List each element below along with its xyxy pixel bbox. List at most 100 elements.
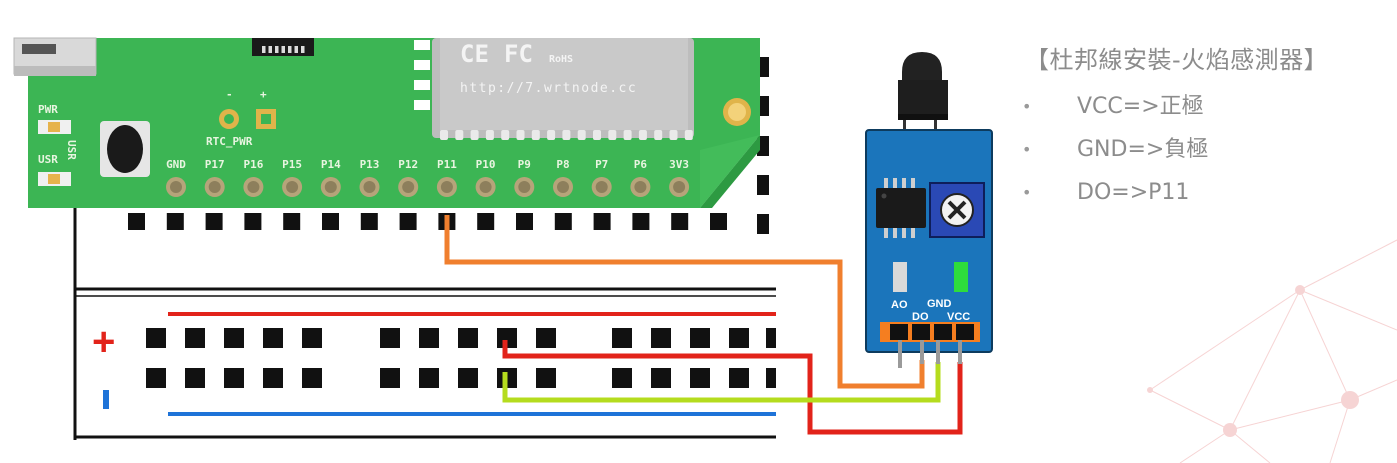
breadboard-negative-holes: [146, 368, 776, 388]
wire-do-p11: [444, 215, 925, 389]
negative-symbol: [103, 390, 109, 409]
rail-hole-positive: [146, 328, 166, 348]
rail-hole-negative: [651, 368, 671, 388]
board-pin-label: P13: [360, 158, 380, 171]
board-pin-label: P17: [205, 158, 225, 171]
pwr-led-label: PWR: [38, 103, 58, 116]
wire-gnd-negative: [502, 362, 941, 403]
breadboard-hole: [205, 213, 223, 230]
bullet-icon: •: [1022, 97, 1032, 116]
rail-hole-positive: [419, 328, 439, 348]
rail-hole-negative: [302, 368, 322, 388]
usr-button-label: USR: [65, 140, 78, 160]
flame-sensor-ir-led: [902, 52, 942, 80]
breadboard-hole: [399, 213, 417, 230]
rail-hole-negative: [458, 368, 478, 388]
rail-hole-negative: [146, 368, 166, 388]
breadboard-hole: [632, 213, 650, 230]
rail-hole-positive: [302, 328, 322, 348]
note-text: VCC=>正極: [1077, 94, 1204, 119]
fcc-mark: FC: [504, 40, 533, 68]
module-url: http://7.wrtnode.cc: [460, 81, 637, 96]
board-pin-label: P10: [476, 158, 496, 171]
breadboard-hole: [360, 213, 378, 230]
rail-hole-positive: [536, 328, 556, 348]
flame-sensor-module: AO GND DO VCC: [865, 52, 993, 368]
breadboard-hole: [283, 213, 301, 230]
board-pin-label: P8: [556, 158, 569, 171]
rail-hole-positive: [690, 328, 710, 348]
rtc-minus-label: -: [226, 88, 233, 101]
breadboard-hole: [554, 213, 572, 230]
board-pin-label: P15: [282, 158, 302, 171]
rail-hole-positive: [458, 328, 478, 348]
board-pin-label: P9: [518, 158, 531, 171]
network-decoration: [1149, 239, 1397, 463]
rail-hole-positive: [224, 328, 244, 348]
breadboard-hole: [757, 214, 769, 234]
breadboard-hole: [757, 175, 769, 195]
wires: [444, 215, 963, 435]
note-text: GND=>負極: [1077, 137, 1209, 162]
rail-hole-positive: [651, 328, 671, 348]
board-pin-label: P11: [437, 158, 457, 171]
usr-led-label: USR: [38, 153, 58, 166]
note-item-gnd: • GND=>負極: [1022, 128, 1397, 171]
breadboard-positive-holes: [146, 328, 776, 348]
breadboard-hole: [244, 213, 262, 230]
comparator-chip: [876, 188, 926, 228]
wrtnode-board: CE FC RoHS http://7.wrtnode.cc PWR USR U…: [13, 37, 760, 208]
network-nodes: [1147, 285, 1359, 437]
rtc-label: RTC_PWR: [206, 135, 253, 148]
notes-list: • VCC=>正極 • GND=>負極 • DO=>P11: [1022, 85, 1397, 214]
rail-hole-negative: [419, 368, 439, 388]
rail-hole-negative: [185, 368, 205, 388]
board-pin-label: P6: [634, 158, 648, 171]
breadboard-hole: [128, 213, 145, 230]
breadboard-hole: [671, 213, 689, 230]
rail-hole-positive: [380, 328, 400, 348]
rohs-mark: RoHS: [549, 54, 573, 65]
board-pin-label: GND: [166, 158, 186, 171]
wire-vcc-positive: [502, 340, 963, 435]
rail-hole-negative: [690, 368, 710, 388]
rail-hole-positive: [497, 328, 517, 348]
instruction-notes: 【杜邦線安裝-火焰感測器】 • VCC=>正極 • GND=>負極 • DO=>P11: [1022, 40, 1397, 214]
rail-hole-negative: [729, 368, 749, 388]
note-item-vcc: • VCC=>正極: [1022, 85, 1397, 128]
module-pad: [414, 40, 430, 50]
breadboard-hole: [322, 213, 339, 230]
rail-hole-negative: [536, 368, 556, 388]
ce-mark: CE: [460, 40, 489, 68]
usb-port-icon: [22, 44, 56, 54]
note-text: DO=>P11: [1077, 180, 1190, 205]
board-pin-label: P16: [243, 158, 263, 171]
power-indicator-led: [893, 262, 907, 292]
header-pin-vcc: [956, 324, 974, 340]
rail-hole-positive: [185, 328, 205, 348]
breadboard-hole: [710, 213, 727, 230]
rail-hole-positive: [766, 328, 776, 348]
sensor-pcb: [865, 129, 993, 353]
board-pin-label: P14: [321, 158, 341, 171]
bullet-icon: •: [1022, 183, 1032, 202]
board-pin-label: P7: [595, 158, 608, 171]
rail-hole-positive: [729, 328, 749, 348]
ao-pin-label: AO: [891, 299, 908, 311]
note-item-do: • DO=>P11: [1022, 171, 1397, 214]
positive-symbol: +: [92, 320, 115, 364]
notes-title: 【杜邦線安裝-火焰感測器】: [1025, 46, 1329, 74]
rail-hole-negative: [224, 368, 244, 388]
rail-hole-negative: [766, 368, 776, 388]
header-pin-ao: [890, 324, 908, 340]
rtc-plus-label: +: [260, 88, 267, 101]
gnd-pin-label: GND: [927, 298, 952, 310]
breadboard-hole: [477, 213, 495, 230]
rail-hole-negative: [263, 368, 283, 388]
rail-hole-negative: [380, 368, 400, 388]
bullet-icon: •: [1022, 140, 1032, 159]
breadboard-hole: [166, 213, 184, 230]
header-pin-gnd: [934, 324, 952, 340]
breadboard-hole: [593, 213, 611, 230]
